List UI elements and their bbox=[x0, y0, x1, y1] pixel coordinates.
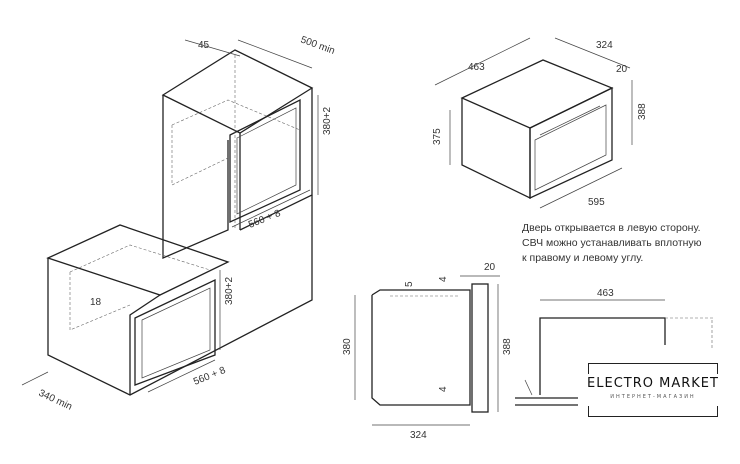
dim-side-gap-top: 4 bbox=[438, 276, 449, 282]
installation-note: Дверь открывается в левую сторону. СВЧ м… bbox=[522, 221, 702, 266]
dim-base-depth: 340 min bbox=[37, 388, 74, 413]
note-line: к правому и левому углу. bbox=[522, 252, 644, 264]
dim-app-height: 388 bbox=[637, 103, 648, 120]
note-line: Дверь открывается в левую сторону. bbox=[522, 222, 701, 234]
dim-side-depth: 324 bbox=[410, 430, 427, 441]
note-line: СВЧ можно устанавливать вплотную bbox=[522, 237, 702, 249]
dim-app-front-height: 375 bbox=[432, 128, 443, 145]
dim-side-total-height: 388 bbox=[502, 338, 513, 355]
dim-side-door: 20 bbox=[484, 262, 496, 273]
dim-tall-depth: 500 min bbox=[299, 34, 336, 57]
dim-tall-gap: 45 bbox=[198, 40, 210, 51]
dim-side-gap-bottom: 4 bbox=[438, 386, 449, 392]
top-view bbox=[515, 299, 715, 406]
dim-side-top-gap: 5 bbox=[404, 281, 415, 287]
appliance-isometric bbox=[434, 37, 633, 209]
logo-name: ELECTRO MARKET bbox=[587, 376, 719, 391]
side-view bbox=[354, 275, 500, 426]
dim-app-width: 595 bbox=[588, 197, 605, 208]
dim-app-depth: 463 bbox=[468, 62, 485, 73]
logo-tagline: ИНТЕРНЕТ-МАГАЗИН bbox=[610, 394, 696, 400]
dim-base-offset: 18 bbox=[90, 297, 102, 308]
dim-app-depth2: 324 bbox=[596, 40, 613, 51]
dim-side-height: 380 bbox=[342, 338, 353, 355]
electro-market-logo: ELECTRO MARKET ИНТЕРНЕТ-МАГАЗИН bbox=[578, 363, 728, 417]
dim-top-depth: 463 bbox=[597, 288, 614, 299]
tall-cabinet bbox=[161, 39, 319, 259]
dim-app-door: 20 bbox=[616, 64, 628, 75]
base-cabinet bbox=[21, 195, 313, 396]
dim-base-niche-height: 380+2 bbox=[224, 276, 235, 305]
dim-tall-niche-height: 380+2 bbox=[322, 106, 333, 135]
